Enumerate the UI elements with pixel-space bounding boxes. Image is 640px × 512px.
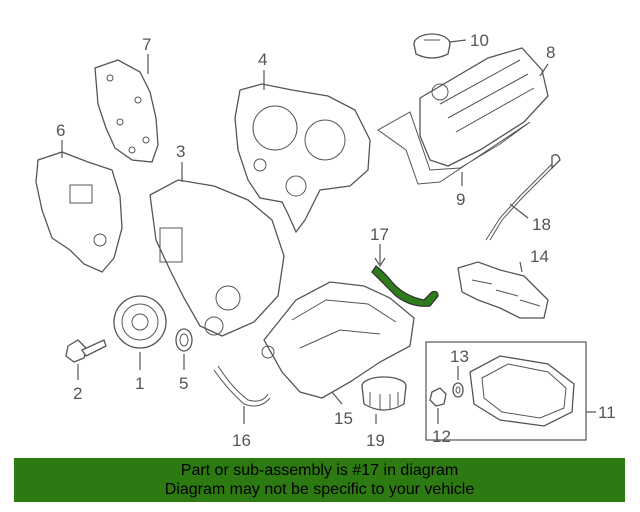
part-7-gasket[interactable]	[94, 59, 159, 163]
info-banner: Part or sub-assembly is #17 in diagram D…	[14, 458, 625, 502]
part-3-lower-cover[interactable]	[149, 179, 285, 337]
part-5-seal[interactable]	[175, 328, 193, 352]
part-6-upper-cover[interactable]	[35, 151, 123, 273]
part-17-highlighted[interactable]	[371, 265, 439, 307]
callout-5: 5	[179, 374, 188, 393]
callout-12: 12	[432, 427, 451, 446]
part-1-crank-pulley[interactable]	[113, 295, 167, 349]
callout-4: 4	[258, 50, 267, 69]
callout-8: 8	[546, 43, 555, 62]
part-12-drain-plug[interactable]	[429, 387, 447, 407]
callout-3: 3	[176, 142, 185, 161]
part-19-oil-filter[interactable]	[361, 376, 407, 411]
callout-19: 19	[366, 431, 385, 450]
part-9-valve-gasket[interactable]	[377, 111, 531, 185]
callout-7: 7	[142, 35, 151, 54]
part-8-valve-cover[interactable]	[419, 47, 549, 167]
part-16-gasket[interactable]	[213, 365, 271, 407]
part-18-dipstick[interactable]	[485, 154, 561, 241]
callout-15: 15	[334, 409, 353, 428]
callout-2: 2	[73, 384, 82, 403]
callout-1: 1	[135, 374, 144, 393]
callout-17: 17	[370, 225, 389, 244]
part-10-oil-cap[interactable]	[413, 33, 451, 59]
callout-16: 16	[232, 431, 251, 450]
callout-14: 14	[530, 247, 549, 266]
banner-line-2: Diagram may not be specific to your vehi…	[164, 481, 475, 498]
callout-18: 18	[532, 215, 551, 234]
callout-10: 10	[470, 31, 489, 50]
sub-assembly-box	[425, 341, 587, 441]
part-15-oil-pan[interactable]	[261, 281, 415, 399]
part-2-bolt[interactable]	[65, 339, 107, 363]
part-4-front-cover[interactable]	[234, 83, 371, 234]
callout-6: 6	[56, 121, 65, 140]
callout-9: 9	[456, 190, 465, 209]
part-14-gasket[interactable]	[457, 261, 549, 319]
banner-line-1: Part or sub-assembly is #17 in diagram	[180, 462, 459, 479]
callout-11: 11	[598, 403, 616, 422]
callout-13: 13	[450, 347, 469, 366]
part-13-washer[interactable]	[452, 382, 464, 398]
part-11-lower-pan[interactable]	[469, 355, 575, 427]
engine-parts-diagram: 7 4 6 3 10 8 9	[35, 31, 616, 450]
